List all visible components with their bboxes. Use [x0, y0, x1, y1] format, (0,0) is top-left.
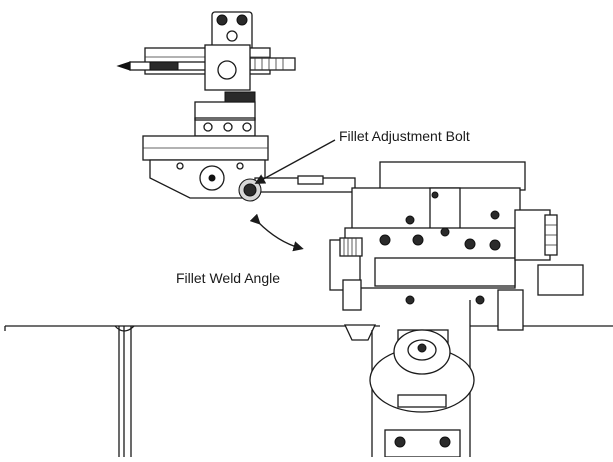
bolt-leader-line: [254, 139, 336, 184]
fillet-adjustment-bolt-label: Fillet Adjustment Bolt: [339, 128, 470, 144]
carriage-body: [329, 161, 584, 341]
fillet-adjustment-bolt: [238, 178, 262, 202]
fillet-pivot-arm: [142, 135, 356, 199]
fillet-weld-angle-label: Fillet Weld Angle: [176, 270, 281, 286]
wire-spool: [369, 300, 475, 458]
torch-slide-assembly: [116, 11, 296, 137]
angle-arrow: [249, 213, 304, 252]
workpiece: [4, 325, 613, 457]
